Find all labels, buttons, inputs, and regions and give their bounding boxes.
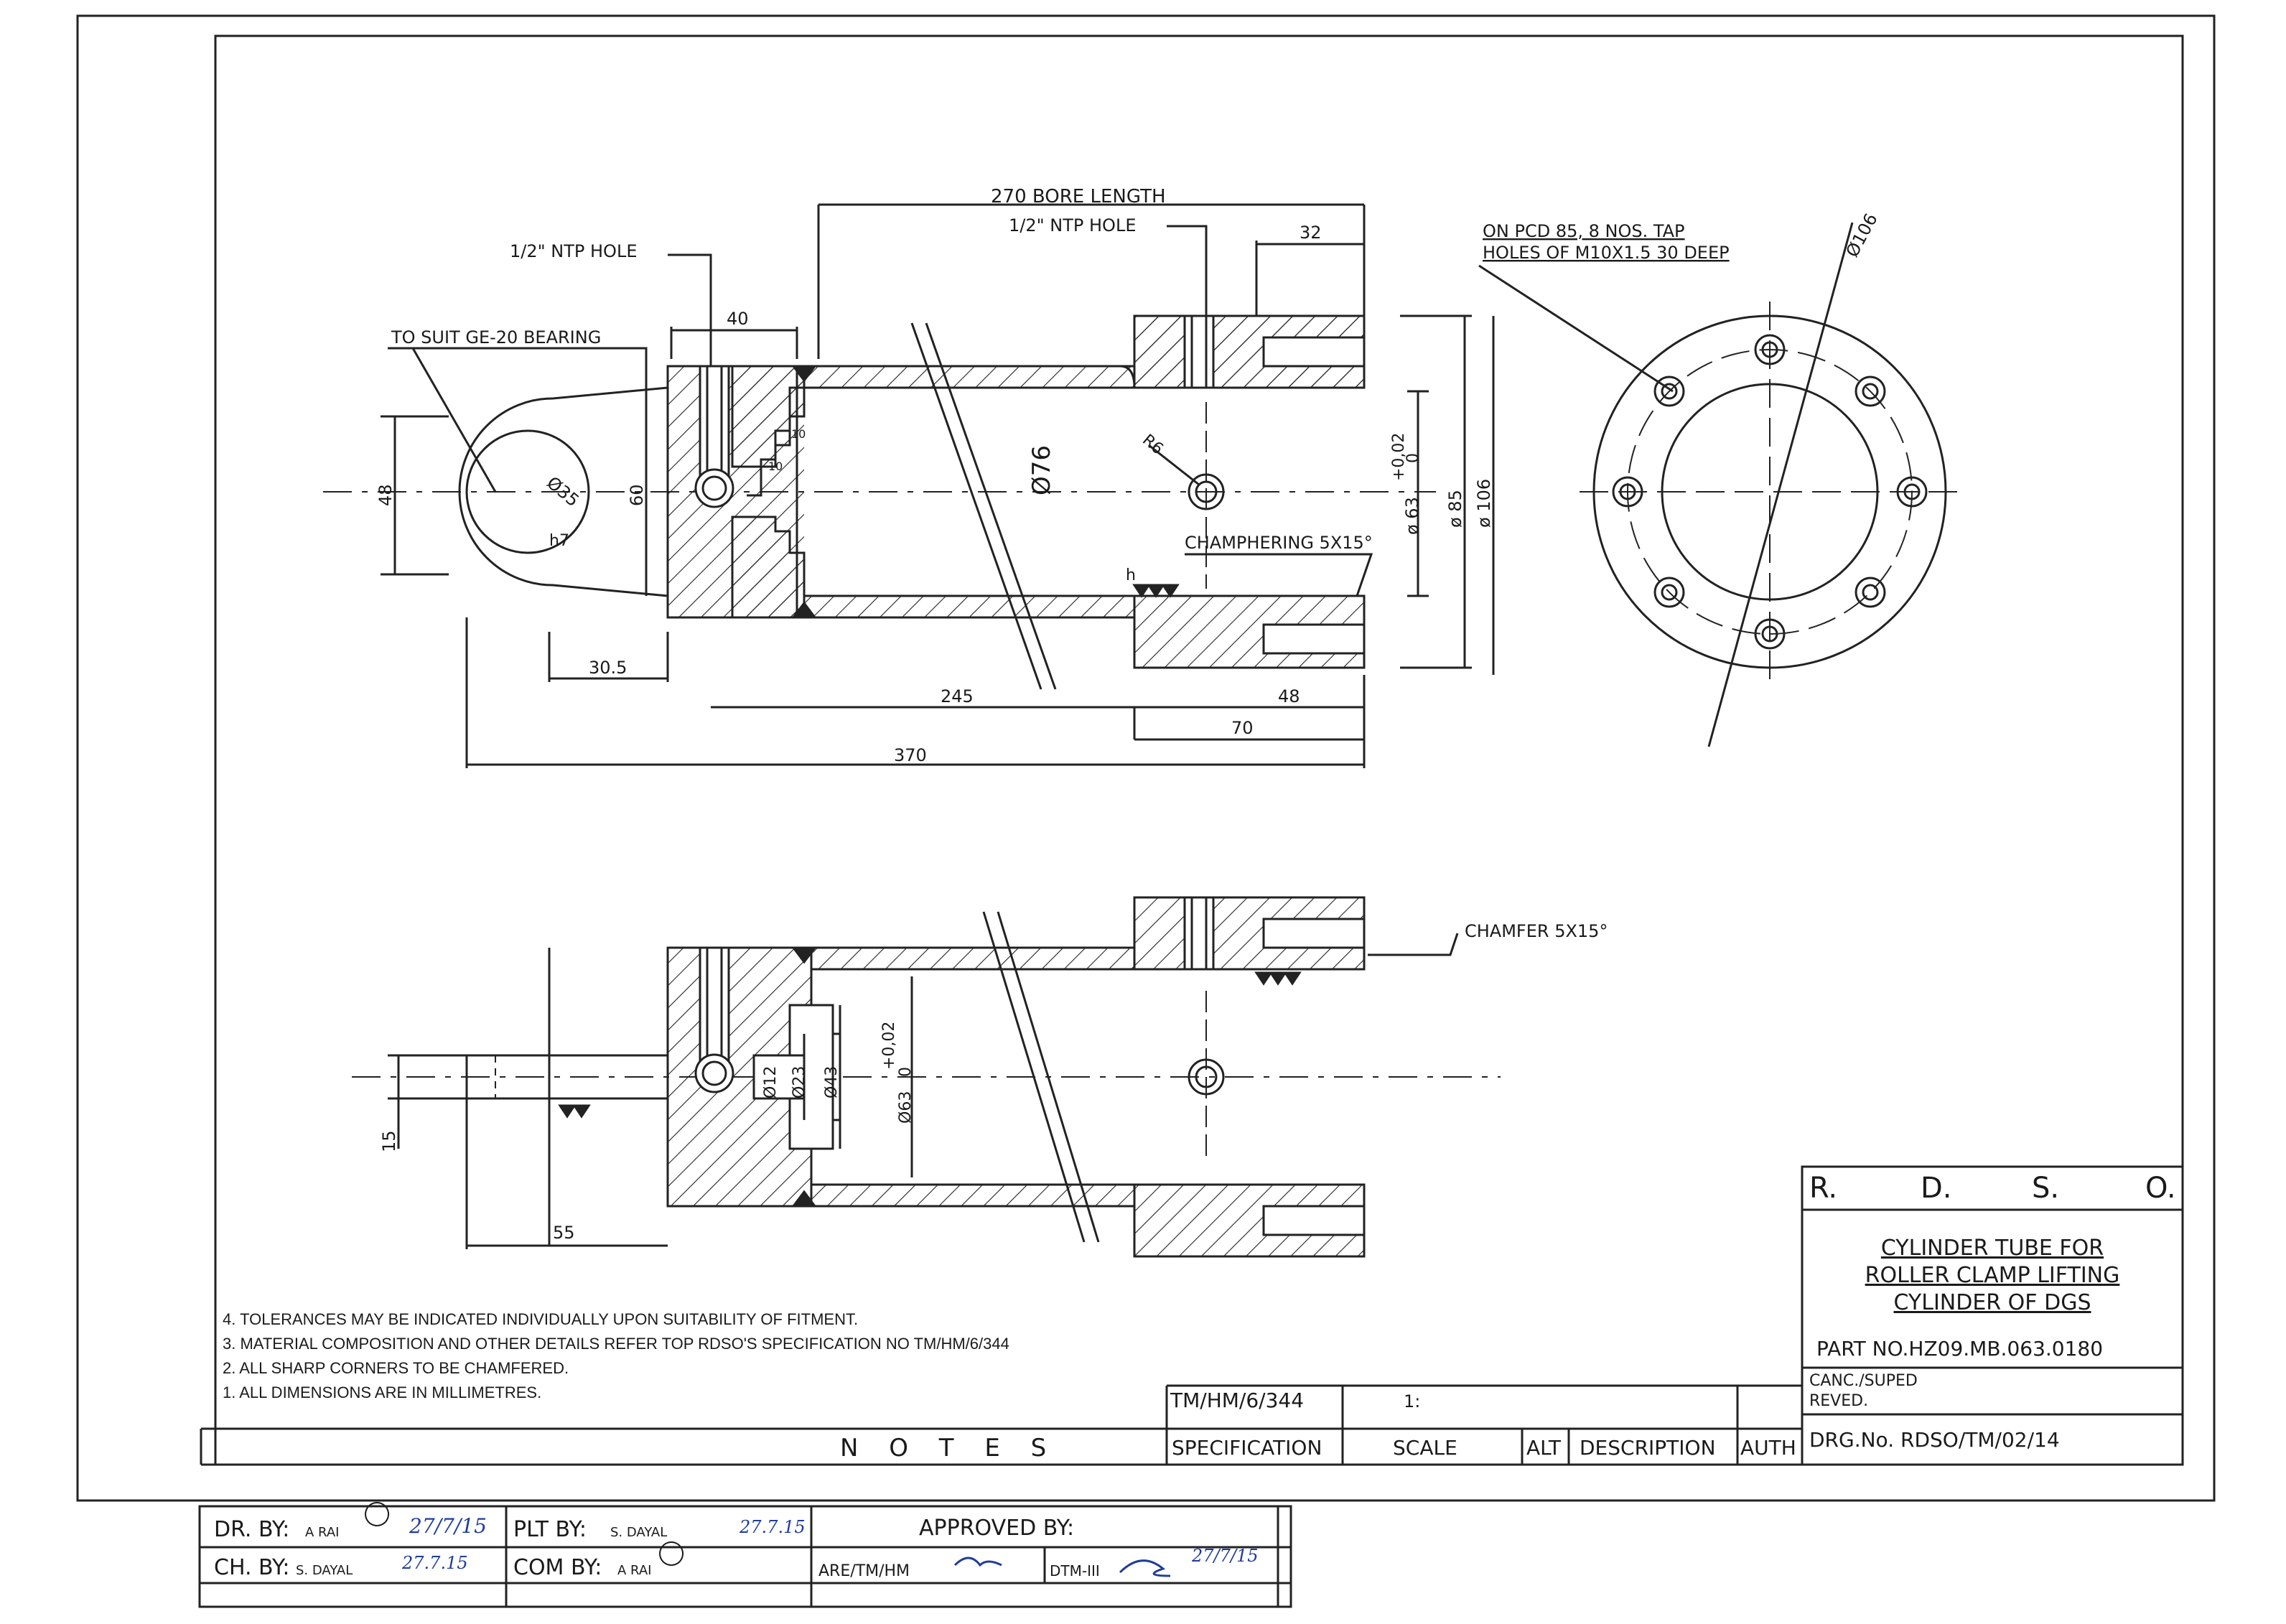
pcd-note-line2: HOLES OF M10X1.5 30 DEEP	[1483, 243, 1730, 263]
bearing-note: TO SUIT GE-20 BEARING	[391, 327, 601, 347]
col-auth: AUTH	[1740, 1436, 1796, 1460]
top-view-labels: 270 BORE LENGTH 1/2" NTP HOLE 1/2" NTP H…	[375, 186, 1494, 765]
dim-10a: 10	[791, 427, 806, 441]
end-view	[1478, 222, 1960, 747]
dim-48-left: 48	[375, 484, 396, 506]
dim-48-bottom: 48	[1278, 686, 1300, 706]
end-view-labels: ON PCD 85, 8 NOS. TAP HOLES OF M10X1.5 3…	[1483, 210, 1882, 263]
title-table-lines	[200, 1165, 2184, 1466]
org-o: O.	[2145, 1172, 2176, 1205]
col-spec: SPECIFICATION	[1172, 1436, 1322, 1460]
col-scale: SCALE	[1393, 1436, 1457, 1460]
title-block: R. D. S. O. CYLINDER TUBE FOR ROLLER CLA…	[840, 1172, 2176, 1462]
spec-value: TM/HM/6/344	[1170, 1389, 1304, 1412]
dim-70: 70	[1231, 718, 1254, 738]
plt-by-name: S. DAYAL	[610, 1525, 667, 1540]
approved-by: APPROVED BY:	[919, 1516, 1074, 1541]
tol-bottom: 0	[1404, 453, 1422, 463]
dia-12: Ø12	[762, 1066, 780, 1098]
dr-date: 27/7/15	[409, 1514, 487, 1538]
ch-date: 27.7.15	[401, 1553, 468, 1573]
sign-block-lines	[198, 1505, 1292, 1608]
title-line-3: CYLINDER OF DGS	[1894, 1290, 2091, 1315]
signature-dr	[365, 1502, 390, 1526]
ntp-hole-left-label: 1/2" NTP HOLE	[510, 241, 637, 261]
top-view	[323, 203, 1495, 768]
sign-block: DR. BY: A RAI 27/7/15 PLT BY: S. DAYAL 2…	[214, 1502, 1259, 1580]
ch-by-name: S. DAYAL	[296, 1563, 353, 1578]
dim-32: 32	[1300, 223, 1322, 243]
dim-10b: 10	[768, 459, 783, 473]
dim-55: 55	[553, 1223, 575, 1243]
dtm-label: DTM-III	[1050, 1562, 1100, 1579]
r6-label: R6	[1139, 431, 1167, 458]
canc-line-1: CANC./SUPED	[1809, 1372, 1918, 1390]
sheet-outer-border	[76, 14, 2216, 1502]
dia-43: Ø43	[823, 1066, 841, 1098]
org-s: S.	[2032, 1172, 2059, 1205]
dia-76: Ø76	[1027, 445, 1056, 495]
bottom-view	[352, 896, 1501, 1258]
tol-top: +0,02	[1390, 433, 1408, 481]
bottom-tol-zero: 0	[897, 1067, 915, 1077]
com-by-name: A RAI	[617, 1563, 651, 1578]
note-3: 3. MATERIAL COMPOSITION AND OTHER DETAIL…	[223, 1335, 1009, 1353]
dia-106: ø 106	[1474, 479, 1494, 528]
dr-by-label: DR. BY:	[214, 1517, 289, 1542]
are-label: ARE/TM/HM	[818, 1562, 910, 1580]
ntp-hole-right-label: 1/2" NTP HOLE	[1009, 215, 1136, 235]
note-4: 4. TOLERANCES MAY BE INDICATED INDIVIDUA…	[223, 1310, 858, 1328]
champhering-label: CHAMPHERING 5X15°	[1185, 533, 1373, 553]
part-no: PART NO.HZ09.MB.063.0180	[1816, 1337, 2103, 1361]
org-d: D.	[1921, 1172, 1952, 1205]
dia-23: Ø23	[790, 1066, 808, 1098]
scale-value: 1:	[1404, 1391, 1420, 1411]
note-2: 2. ALL SHARP CORNERS TO BE CHAMFERED.	[223, 1359, 569, 1377]
title-line-1: CYLINDER TUBE FOR	[1881, 1236, 2104, 1261]
col-desc: DESCRIPTION	[1580, 1436, 1716, 1460]
drg-no: DRG.No. RDSO/TM/02/14	[1809, 1428, 2060, 1452]
dim-370: 370	[894, 745, 927, 765]
dia-63: ø 63	[1402, 497, 1422, 535]
plt-by-label: PLT BY:	[513, 1517, 587, 1542]
com-by-label: COM BY:	[513, 1555, 602, 1580]
dia-35: Ø35	[543, 472, 583, 510]
dim-15: 15	[379, 1130, 399, 1152]
dr-by-name: A RAI	[305, 1525, 339, 1540]
org-r: R.	[1809, 1172, 1837, 1205]
bottom-dia-63: Ø63	[897, 1091, 915, 1124]
ch-by-label: CH. BY:	[214, 1555, 289, 1580]
canc-line-2: REVED.	[1809, 1392, 1868, 1410]
eye-bore	[465, 429, 590, 554]
bottom-view-labels: CHAMFER 5X15° Ø12 Ø23 Ø43 +0,02 0 Ø63 15…	[379, 921, 1608, 1243]
bottom-tol: +0,02	[880, 1022, 898, 1070]
title-line-2: ROLLER CLAMP LIFTING	[1865, 1263, 2120, 1288]
col-alt: ALT	[1526, 1436, 1562, 1460]
finish-h: h	[1126, 566, 1136, 584]
h7-label: h7	[549, 532, 569, 550]
notes-block: 4. TOLERANCES MAY BE INDICATED INDIVIDUA…	[223, 1310, 1009, 1401]
dim-30-5: 30.5	[589, 658, 627, 678]
pcd-note-line1: ON PCD 85, 8 NOS. TAP	[1483, 221, 1685, 241]
dim-245: 245	[941, 686, 974, 706]
chamfer-label: CHAMFER 5X15°	[1465, 921, 1608, 941]
note-1: 1. ALL DIMENSIONS ARE IN MILLIMETRES.	[223, 1383, 541, 1401]
dim-60: 60	[627, 484, 647, 506]
notes-heading: N O T E S	[840, 1434, 1058, 1462]
bore-length-label: 270 BORE LENGTH	[991, 186, 1166, 207]
signature-are	[953, 1557, 1002, 1567]
plt-date: 27.7.15	[739, 1517, 806, 1537]
signature-com	[659, 1541, 684, 1566]
dia-85: ø 85	[1445, 490, 1465, 528]
dim-40: 40	[727, 309, 749, 329]
dtm-date: 27/7/15	[1191, 1546, 1259, 1566]
signature-dtm	[1119, 1559, 1171, 1577]
